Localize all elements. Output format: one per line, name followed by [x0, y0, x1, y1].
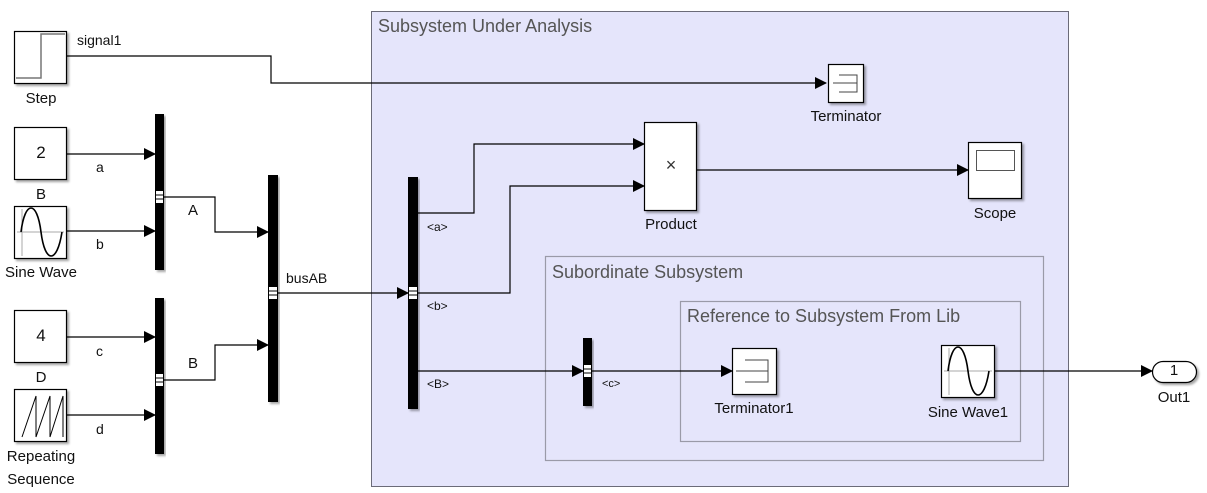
terminator1-block[interactable]: [731, 347, 778, 396]
bus-selector-main[interactable]: [408, 177, 418, 409]
signal-A-line[interactable]: [163, 196, 269, 238]
signal-d-label: d: [96, 421, 104, 437]
bus-creator-1[interactable]: [155, 114, 164, 270]
step-icon: [16, 33, 65, 79]
repeating-sequence-label-1: Repeating: [6, 448, 76, 465]
terminator-icon: [736, 359, 769, 383]
selector-a-line[interactable]: [417, 138, 645, 214]
out1-label: Out1: [1157, 389, 1191, 406]
selector-B-label: <B>: [427, 377, 450, 391]
product-multiply-icon: ×: [665, 155, 677, 175]
out1-port-number: 1: [1169, 362, 1179, 379]
signal1-label: signal1: [77, 32, 122, 48]
sine-wave-block[interactable]: [13, 205, 68, 260]
sine-wave-icon: [944, 346, 992, 396]
selector-a-label: <a>: [427, 220, 448, 234]
constant-block-4[interactable]: [13, 309, 68, 364]
subsystem-under-analysis-area[interactable]: [371, 11, 1069, 487]
terminator1-label: Terminator1: [714, 400, 794, 417]
signal-c-label: c: [96, 343, 103, 359]
subsystem-under-analysis-title: Subsystem Under Analysis: [378, 16, 593, 36]
bus-selector-subordinate[interactable]: [583, 338, 592, 406]
product-block[interactable]: [643, 121, 698, 212]
repeating-sequence-block[interactable]: [13, 388, 68, 443]
sine-wave1-block[interactable]: [940, 344, 996, 399]
sine-wave-icon: [17, 207, 64, 257]
terminator-label: Terminator: [810, 108, 882, 125]
constant-value-2: 2: [36, 143, 46, 162]
signal-A-label: A: [188, 202, 199, 219]
constant-2-label: B: [35, 186, 47, 203]
step-label: Step: [25, 90, 57, 107]
subordinate-subsystem-area[interactable]: [544, 255, 1045, 462]
product-label: Product: [645, 216, 697, 233]
selector-b-label: <b>: [427, 299, 448, 313]
constant-4-label: D: [35, 369, 47, 386]
sawtooth-icon: [21, 395, 64, 438]
terminator-icon: [833, 74, 858, 93]
library-reference-title: Reference to Subsystem From Lib: [687, 306, 961, 326]
bus-creator-AB[interactable]: [268, 175, 278, 402]
signal-b-label: b: [96, 236, 104, 252]
repeating-sequence-label-2: Sequence: [7, 471, 75, 488]
outport-out1[interactable]: [1151, 360, 1198, 384]
constant-value-4: 4: [36, 326, 46, 345]
signal-B-line[interactable]: [163, 339, 269, 381]
scope-label: Scope: [973, 205, 1017, 222]
signal-a-label: a: [96, 159, 104, 175]
busAB-label: busAB: [286, 270, 328, 286]
terminator-block[interactable]: [827, 63, 865, 104]
bus-creator-2[interactable]: [155, 298, 164, 454]
sine-wave-label: Sine Wave: [5, 264, 77, 281]
step-block[interactable]: [13, 30, 68, 85]
scope-screen-icon: [976, 150, 1015, 171]
constant-block-2[interactable]: [13, 126, 68, 181]
scope-block[interactable]: [967, 141, 1023, 200]
signal-B-label: B: [188, 355, 199, 372]
selector-b-line[interactable]: [417, 180, 645, 294]
selector-c-label: <c>: [602, 378, 621, 390]
sine-wave1-label: Sine Wave1: [927, 404, 1009, 421]
subordinate-subsystem-title: Subordinate Subsystem: [552, 262, 744, 282]
signal1-line[interactable]: [67, 55, 827, 89]
